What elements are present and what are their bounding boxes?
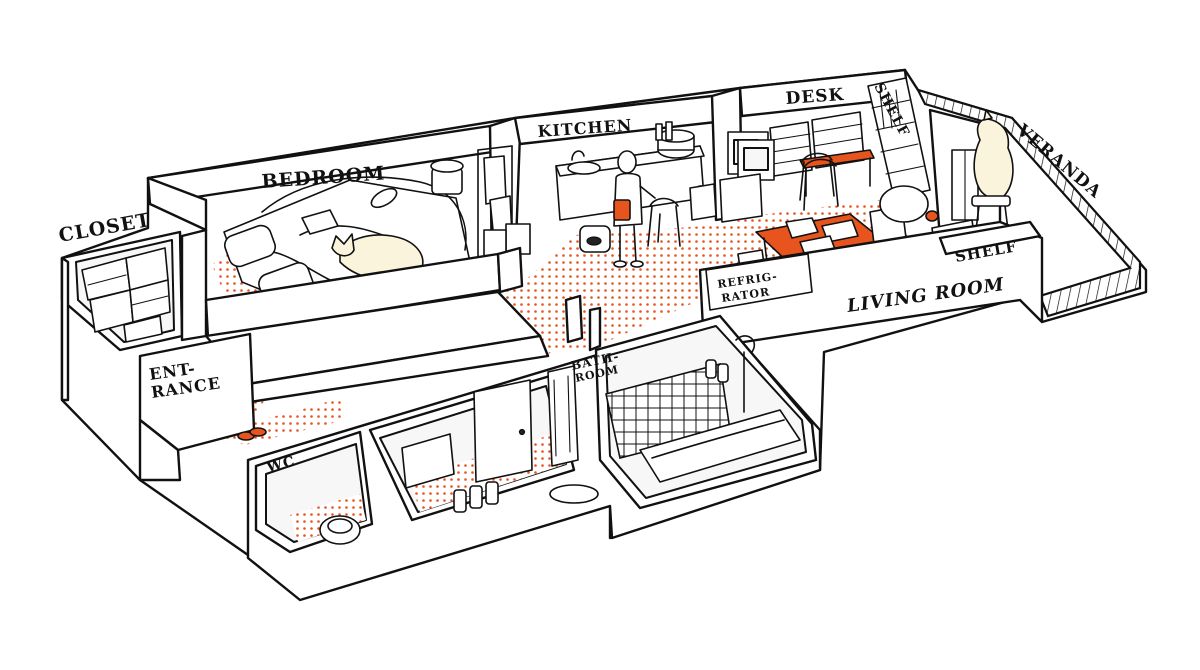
closet-area <box>60 228 208 402</box>
person-figure <box>613 150 656 268</box>
bathtub <box>639 409 801 483</box>
cat-on-veranda <box>971 109 1014 231</box>
desk-area <box>689 68 910 223</box>
bathroom-block <box>246 314 822 602</box>
desk-top <box>799 149 875 169</box>
hallway-walls <box>204 246 602 404</box>
bathroom-door <box>473 379 533 483</box>
clothes-rack <box>430 145 531 263</box>
kitchen-chair <box>647 197 681 247</box>
bookshelf <box>867 77 931 199</box>
label-desk: DESK <box>785 85 845 109</box>
washing-machine <box>549 484 599 504</box>
orange-folder <box>613 199 631 221</box>
refrigerator <box>705 253 813 311</box>
label-wc: WC <box>264 453 297 476</box>
bedroom-area <box>146 116 531 340</box>
shoe-right <box>249 427 267 437</box>
living-room-area <box>698 158 1044 350</box>
entrance-area <box>138 332 267 482</box>
